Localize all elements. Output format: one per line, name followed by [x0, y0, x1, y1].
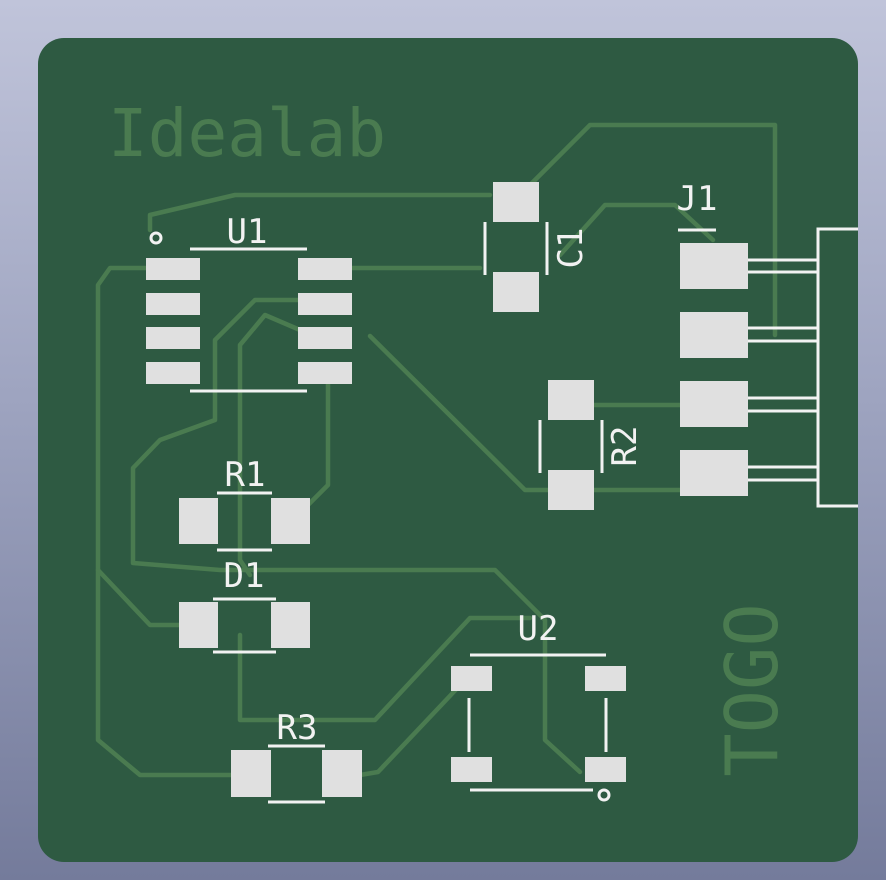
u1-ref-label: U1 — [227, 212, 268, 252]
r1-ref-label: R1 — [225, 455, 266, 495]
u1-pad-5[interactable] — [298, 362, 352, 384]
component-d1[interactable]: D1 — [179, 556, 310, 654]
component-u1[interactable]: U1 — [146, 212, 352, 393]
u2-pad-3[interactable] — [451, 757, 492, 782]
pin1-marker — [597, 788, 611, 802]
c1-pad-2[interactable] — [493, 272, 539, 312]
j1-ref-label: J1 — [677, 179, 718, 219]
u2-pad-2[interactable] — [585, 666, 626, 691]
brand-label: Idealab — [108, 95, 386, 172]
u2-pad-1[interactable] — [451, 666, 492, 691]
u1-pad-6[interactable] — [298, 327, 352, 349]
u1-pad-1[interactable] — [146, 258, 200, 280]
d1-pad-2[interactable] — [271, 602, 310, 648]
d1-pad-1[interactable] — [179, 602, 218, 648]
component-c1[interactable]: C1 — [483, 182, 591, 312]
side-label: TOGO — [710, 603, 794, 776]
component-j1[interactable]: J1 — [677, 179, 858, 508]
u2-pad-4[interactable] — [585, 757, 626, 782]
j1-pad-2[interactable] — [680, 312, 748, 358]
u1-pad-8[interactable] — [298, 258, 352, 280]
u1-pad-4[interactable] — [146, 362, 200, 384]
pin1-marker — [149, 231, 163, 245]
r2-pad-1[interactable] — [548, 380, 594, 420]
r2-pad-2[interactable] — [548, 470, 594, 510]
component-r3[interactable]: R3 — [231, 708, 362, 804]
r3-pad-1[interactable] — [231, 750, 271, 797]
component-u2[interactable]: U2 — [451, 609, 626, 802]
u1-pad-7[interactable] — [298, 293, 352, 315]
r3-pad-2[interactable] — [322, 750, 362, 797]
d1-ref-label: D1 — [224, 556, 265, 596]
j1-pad-4[interactable] — [680, 450, 748, 496]
r1-pad-2[interactable] — [271, 498, 310, 544]
c1-pad-1[interactable] — [493, 182, 539, 222]
j1-pad-3[interactable] — [680, 381, 748, 427]
j1-pad-1[interactable] — [680, 243, 748, 289]
u1-pad-2[interactable] — [146, 293, 200, 315]
component-r1[interactable]: R1 — [179, 455, 310, 552]
r3-ref-label: R3 — [277, 708, 318, 748]
c1-ref-label: C1 — [551, 228, 591, 269]
r1-pad-1[interactable] — [179, 498, 218, 544]
copper-traces — [95, 122, 778, 778]
u2-ref-label: U2 — [518, 609, 559, 649]
r2-ref-label: R2 — [605, 426, 645, 467]
component-r2[interactable]: R2 — [538, 380, 645, 510]
j1-silk-housing — [816, 227, 858, 508]
pcb-board — [38, 38, 858, 862]
u1-pad-3[interactable] — [146, 327, 200, 349]
